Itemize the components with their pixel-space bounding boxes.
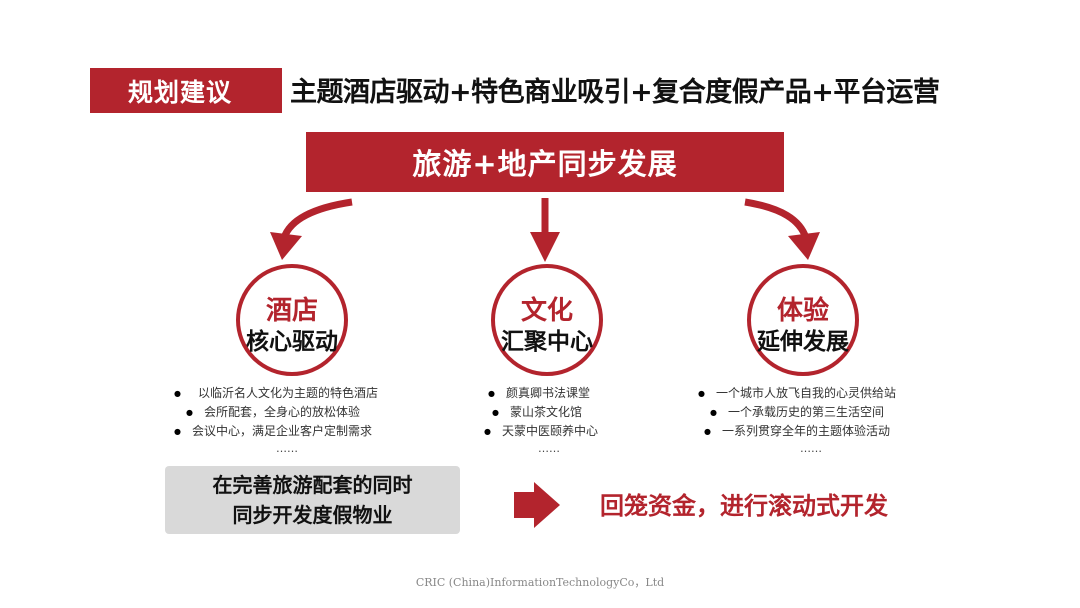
summary-line-1: 在完善旅游配套的同时 — [212, 473, 413, 497]
section-tag: 规划建议 — [90, 68, 282, 113]
circle-culture — [491, 264, 603, 376]
headline: 主题酒店驱动+特色商业吸引+复合度假产品+平台运营 — [290, 77, 940, 108]
summary-box: 在完善旅游配套的同时 同步开发度假物业 — [165, 466, 460, 534]
circle-hotel — [236, 264, 348, 376]
bullet-list-hotel: 以临沂名人文化为主题的特色酒店 会所配套，全身心的放松体验 会议中心，满足企业客… — [174, 384, 378, 441]
right-arrow-head — [788, 232, 820, 260]
footer-credit: CRIC (China)InformationTechnologyCo，Ltd — [415, 576, 665, 589]
list-item: 一个城市人放飞自我的心灵供给站 — [698, 384, 896, 403]
pillar-subtitle-experience: 延伸发展 — [757, 329, 849, 355]
pillar-title-hotel: 酒店 — [265, 296, 318, 326]
pillar-subtitle-hotel: 核心驱动 — [246, 329, 338, 355]
bullet-list-experience: 一个城市人放飞自我的心灵供给站 一个承载历史的第三生活空间 一系列贯穿全年的主题… — [698, 384, 896, 441]
ellipsis-hotel: …… — [276, 442, 298, 455]
list-item: 颜真卿书法课堂 — [488, 384, 598, 403]
list-item: 以临沂名人文化为主题的特色酒店 — [174, 384, 378, 403]
pillar-subtitle-culture: 汇聚中心 — [501, 329, 593, 355]
left-curved-arrow — [280, 198, 353, 240]
pillar-title-experience: 体验 — [776, 296, 829, 326]
list-item: 天蒙中医颐养中心 — [484, 422, 598, 441]
circle-experience — [747, 264, 859, 376]
pillar-title-culture: 文化 — [520, 296, 573, 326]
right-curved-arrow — [744, 198, 810, 240]
ellipsis-experience: …… — [800, 442, 822, 455]
banner: 旅游+地产同步发展 — [306, 132, 784, 192]
right-arrow-icon — [514, 482, 560, 528]
bullet-list-culture: 颜真卿书法课堂 蒙山茶文化馆 天蒙中医颐养中心 — [484, 384, 598, 441]
list-item: 会议中心，满足企业客户定制需求 — [174, 422, 378, 441]
list-item: 一个承载历史的第三生活空间 — [710, 403, 896, 422]
ellipsis-culture: …… — [538, 442, 560, 455]
left-arrow-head — [270, 232, 302, 260]
conclusion-text: 回笼资金，进行滚动式开发 — [600, 492, 888, 520]
center-arrow-head — [530, 232, 560, 262]
list-item: 蒙山茶文化馆 — [492, 403, 598, 422]
list-item: 一系列贯穿全年的主题体验活动 — [704, 422, 896, 441]
list-item: 会所配套，全身心的放松体验 — [186, 403, 378, 422]
summary-line-2: 同步开发度假物业 — [232, 503, 393, 527]
